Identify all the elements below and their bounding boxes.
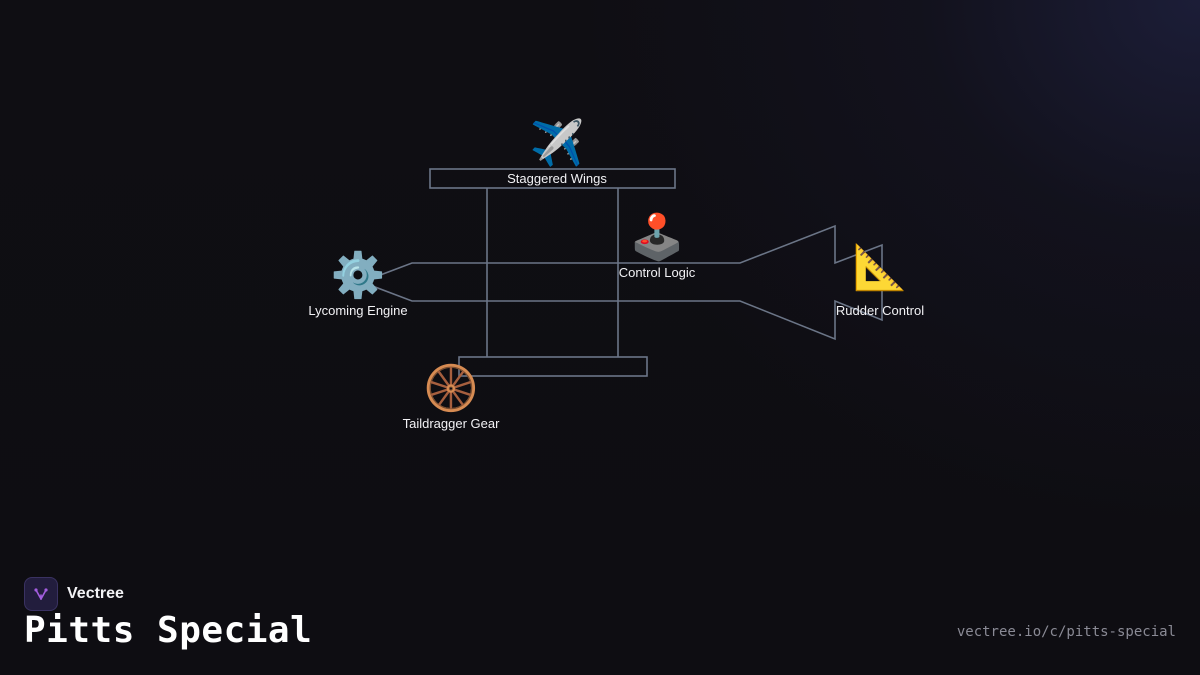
joystick-icon: 🕹️ — [629, 213, 685, 262]
airplane-icon: ✈️ — [529, 119, 585, 168]
triangular-ruler-icon: 📐 — [852, 243, 908, 292]
node-staggered-wings[interactable]: ✈️ Staggered Wings — [507, 119, 607, 186]
gear-icon: ⚙️ — [330, 251, 386, 300]
node-label-rudder-control: Rudder Control — [835, 303, 925, 318]
vectree-logo-icon — [24, 577, 58, 611]
node-rudder-control[interactable]: 📐 Rudder Control — [836, 243, 924, 318]
page-title: Pitts Special — [24, 610, 313, 651]
share-url[interactable]: vectree.io/c/pitts-special — [956, 624, 1176, 640]
node-control-logic[interactable]: 🕹️ Control Logic — [619, 213, 696, 280]
wheel-icon: 🛞 — [423, 364, 479, 413]
node-label-taildragger-gear: Taildragger Gear — [402, 416, 500, 431]
node-lycoming-engine[interactable]: ⚙️ Lycoming Engine — [308, 251, 407, 318]
lower-wing-shape — [458, 356, 648, 377]
brand-name: Vectree — [67, 585, 124, 602]
node-taildragger-gear[interactable]: 🛞 Taildragger Gear — [403, 364, 500, 431]
node-label-lycoming-engine: Lycoming Engine — [308, 303, 408, 318]
upper-wing-shape — [429, 168, 676, 189]
brand[interactable]: Vectree — [24, 577, 124, 611]
node-label-staggered-wings: Staggered Wings — [507, 171, 607, 186]
node-label-control-logic: Control Logic — [618, 265, 696, 280]
fuselage-shape — [359, 224, 883, 341]
